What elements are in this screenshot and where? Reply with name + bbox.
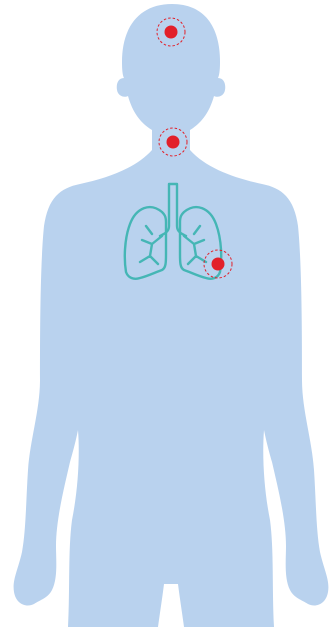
head [14, 4, 329, 627]
human-silhouette [14, 4, 329, 627]
